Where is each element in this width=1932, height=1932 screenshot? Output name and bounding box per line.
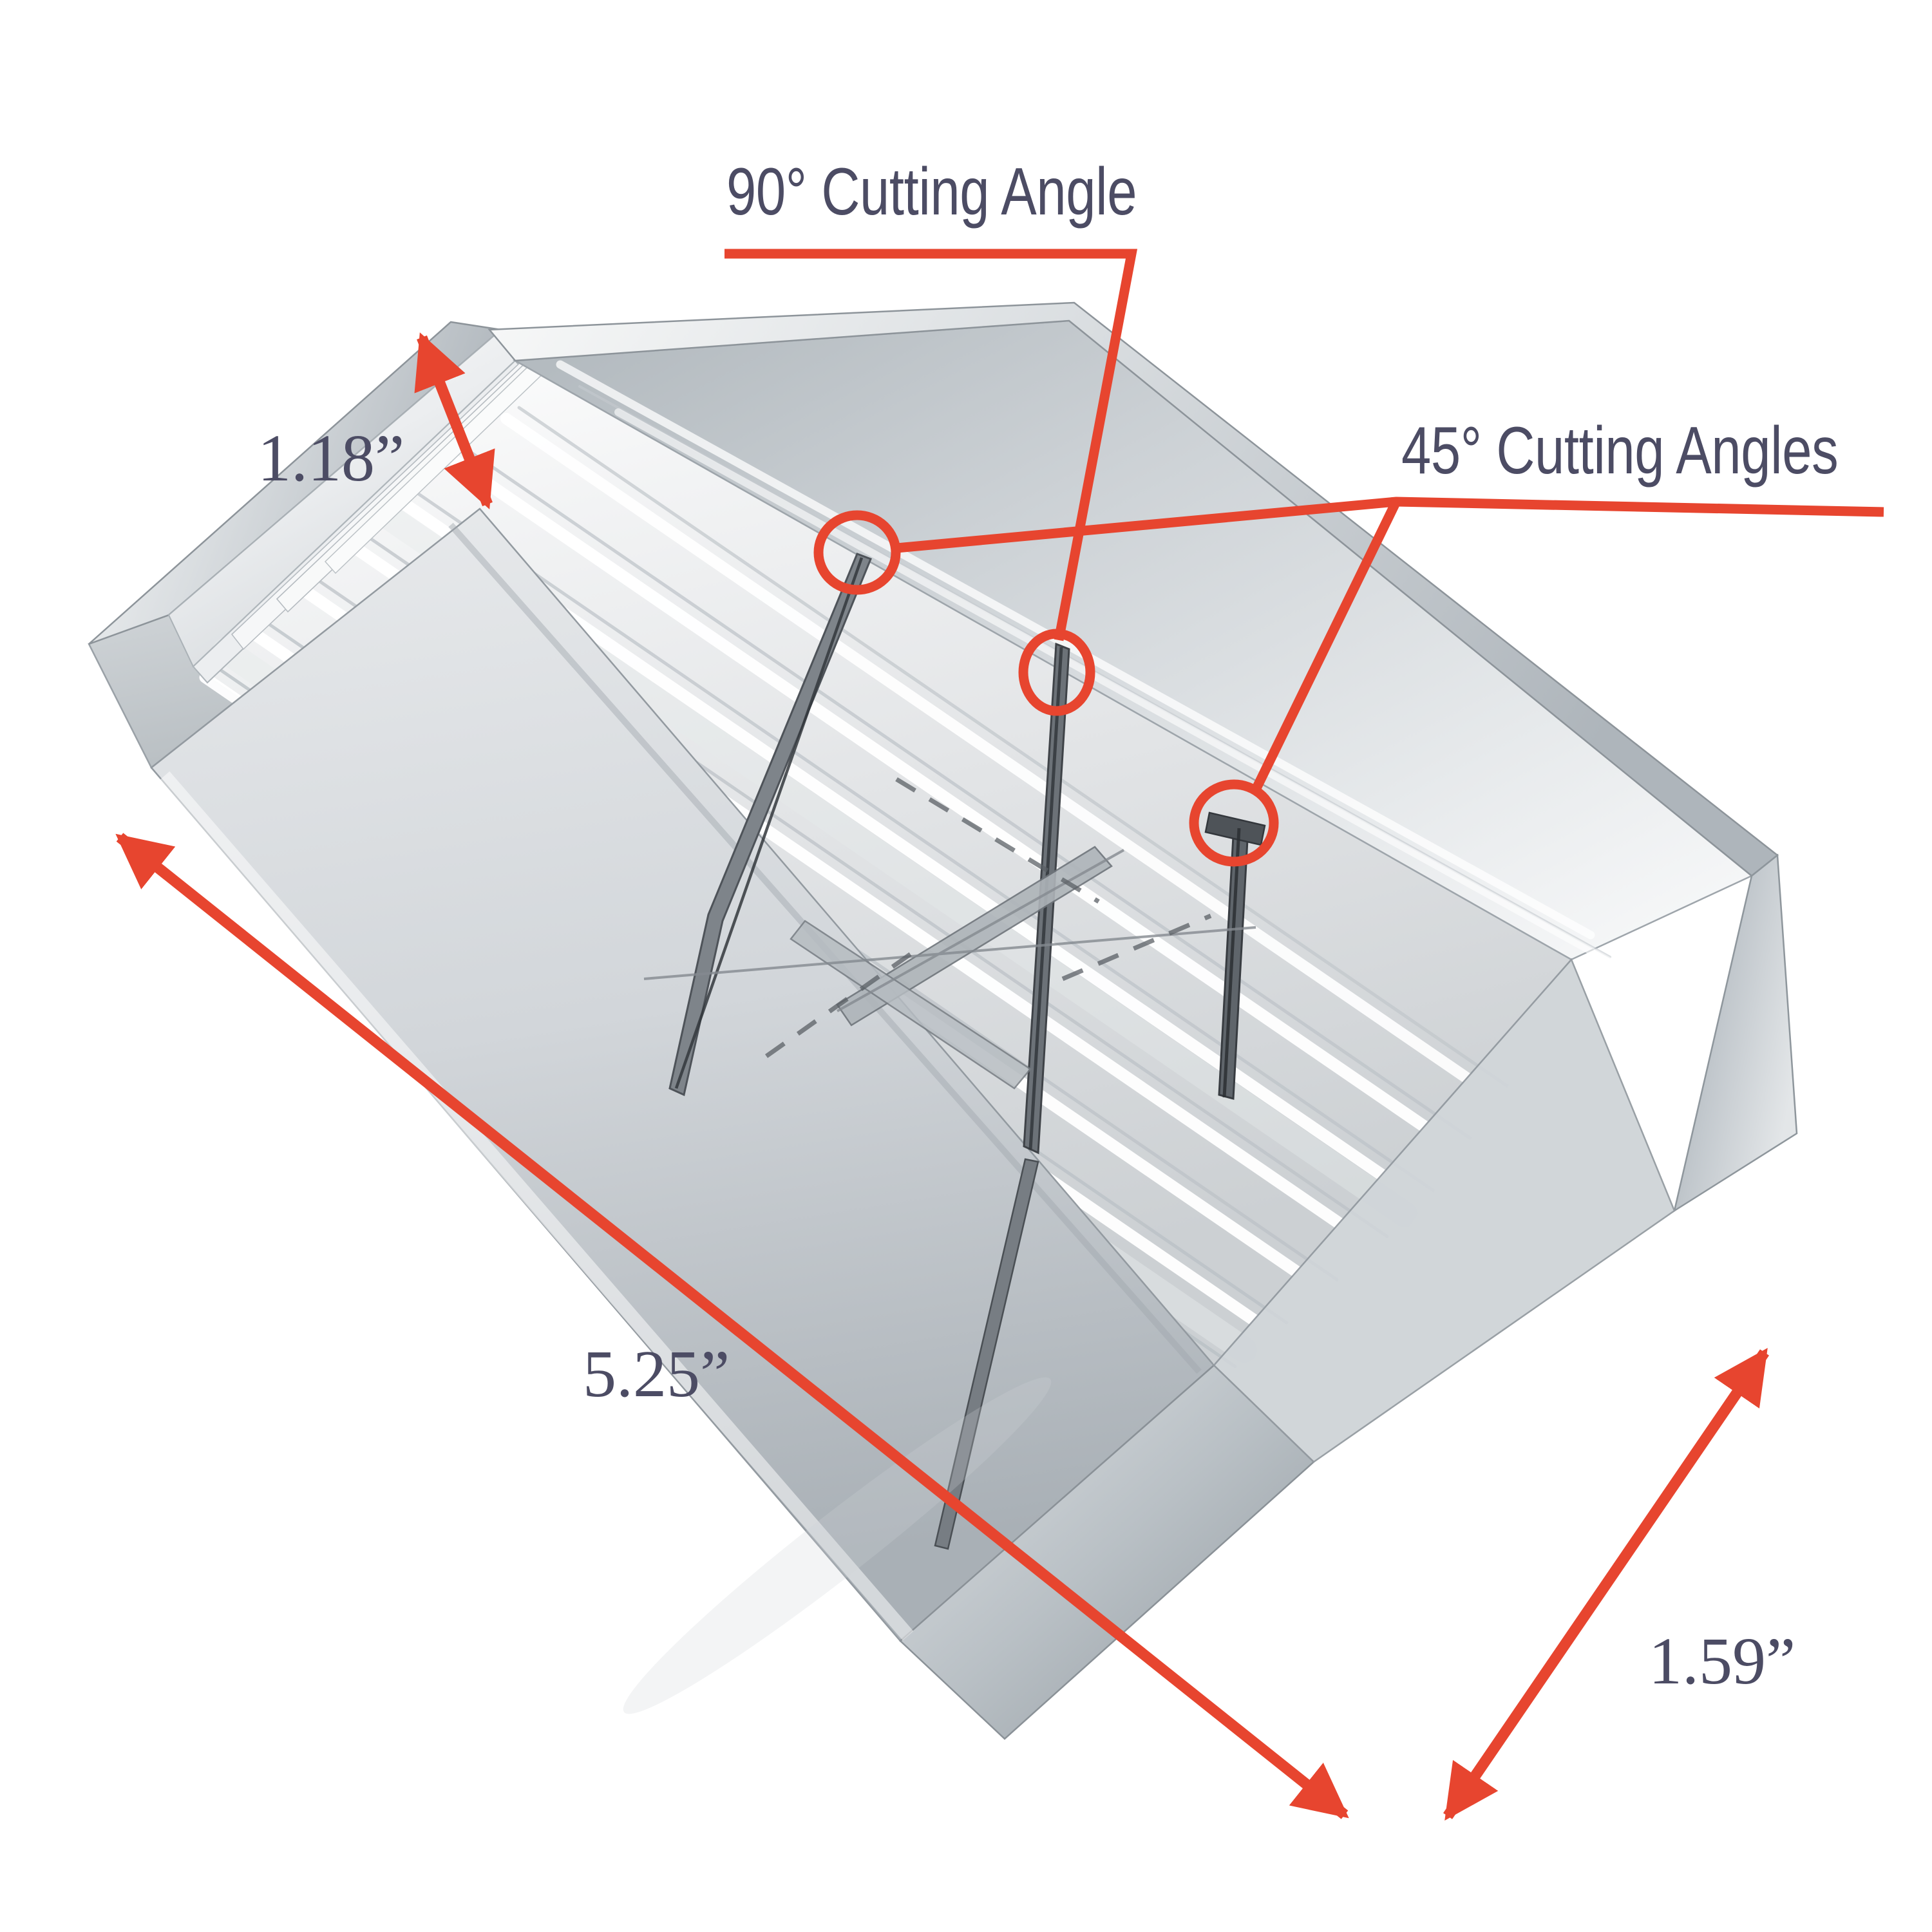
dimension-label-height: 1.18” (258, 421, 405, 495)
annotation-overlay (724, 249, 1884, 867)
callout-circle-90 (1018, 629, 1095, 716)
callout-label-45-degree: 45° Cutting Angles (1401, 413, 1839, 488)
dimension-arrow-width (1443, 1347, 1770, 1821)
dimension-arrow-height (414, 332, 495, 509)
dimension-label-length: 5.25” (583, 1337, 730, 1411)
leader-line-90 (724, 249, 1138, 641)
callout-label-90-degree: 90° Cutting Angle (726, 155, 1137, 229)
right-wall-outer (1673, 853, 1798, 1213)
leader-line-45-branch (1253, 499, 1401, 790)
dimension-label-width: 1.59” (1649, 1624, 1796, 1698)
dimension-arrows (115, 332, 1770, 1821)
callout-circle-45-upper (813, 510, 901, 595)
dimension-arrow-length (115, 833, 1349, 1819)
